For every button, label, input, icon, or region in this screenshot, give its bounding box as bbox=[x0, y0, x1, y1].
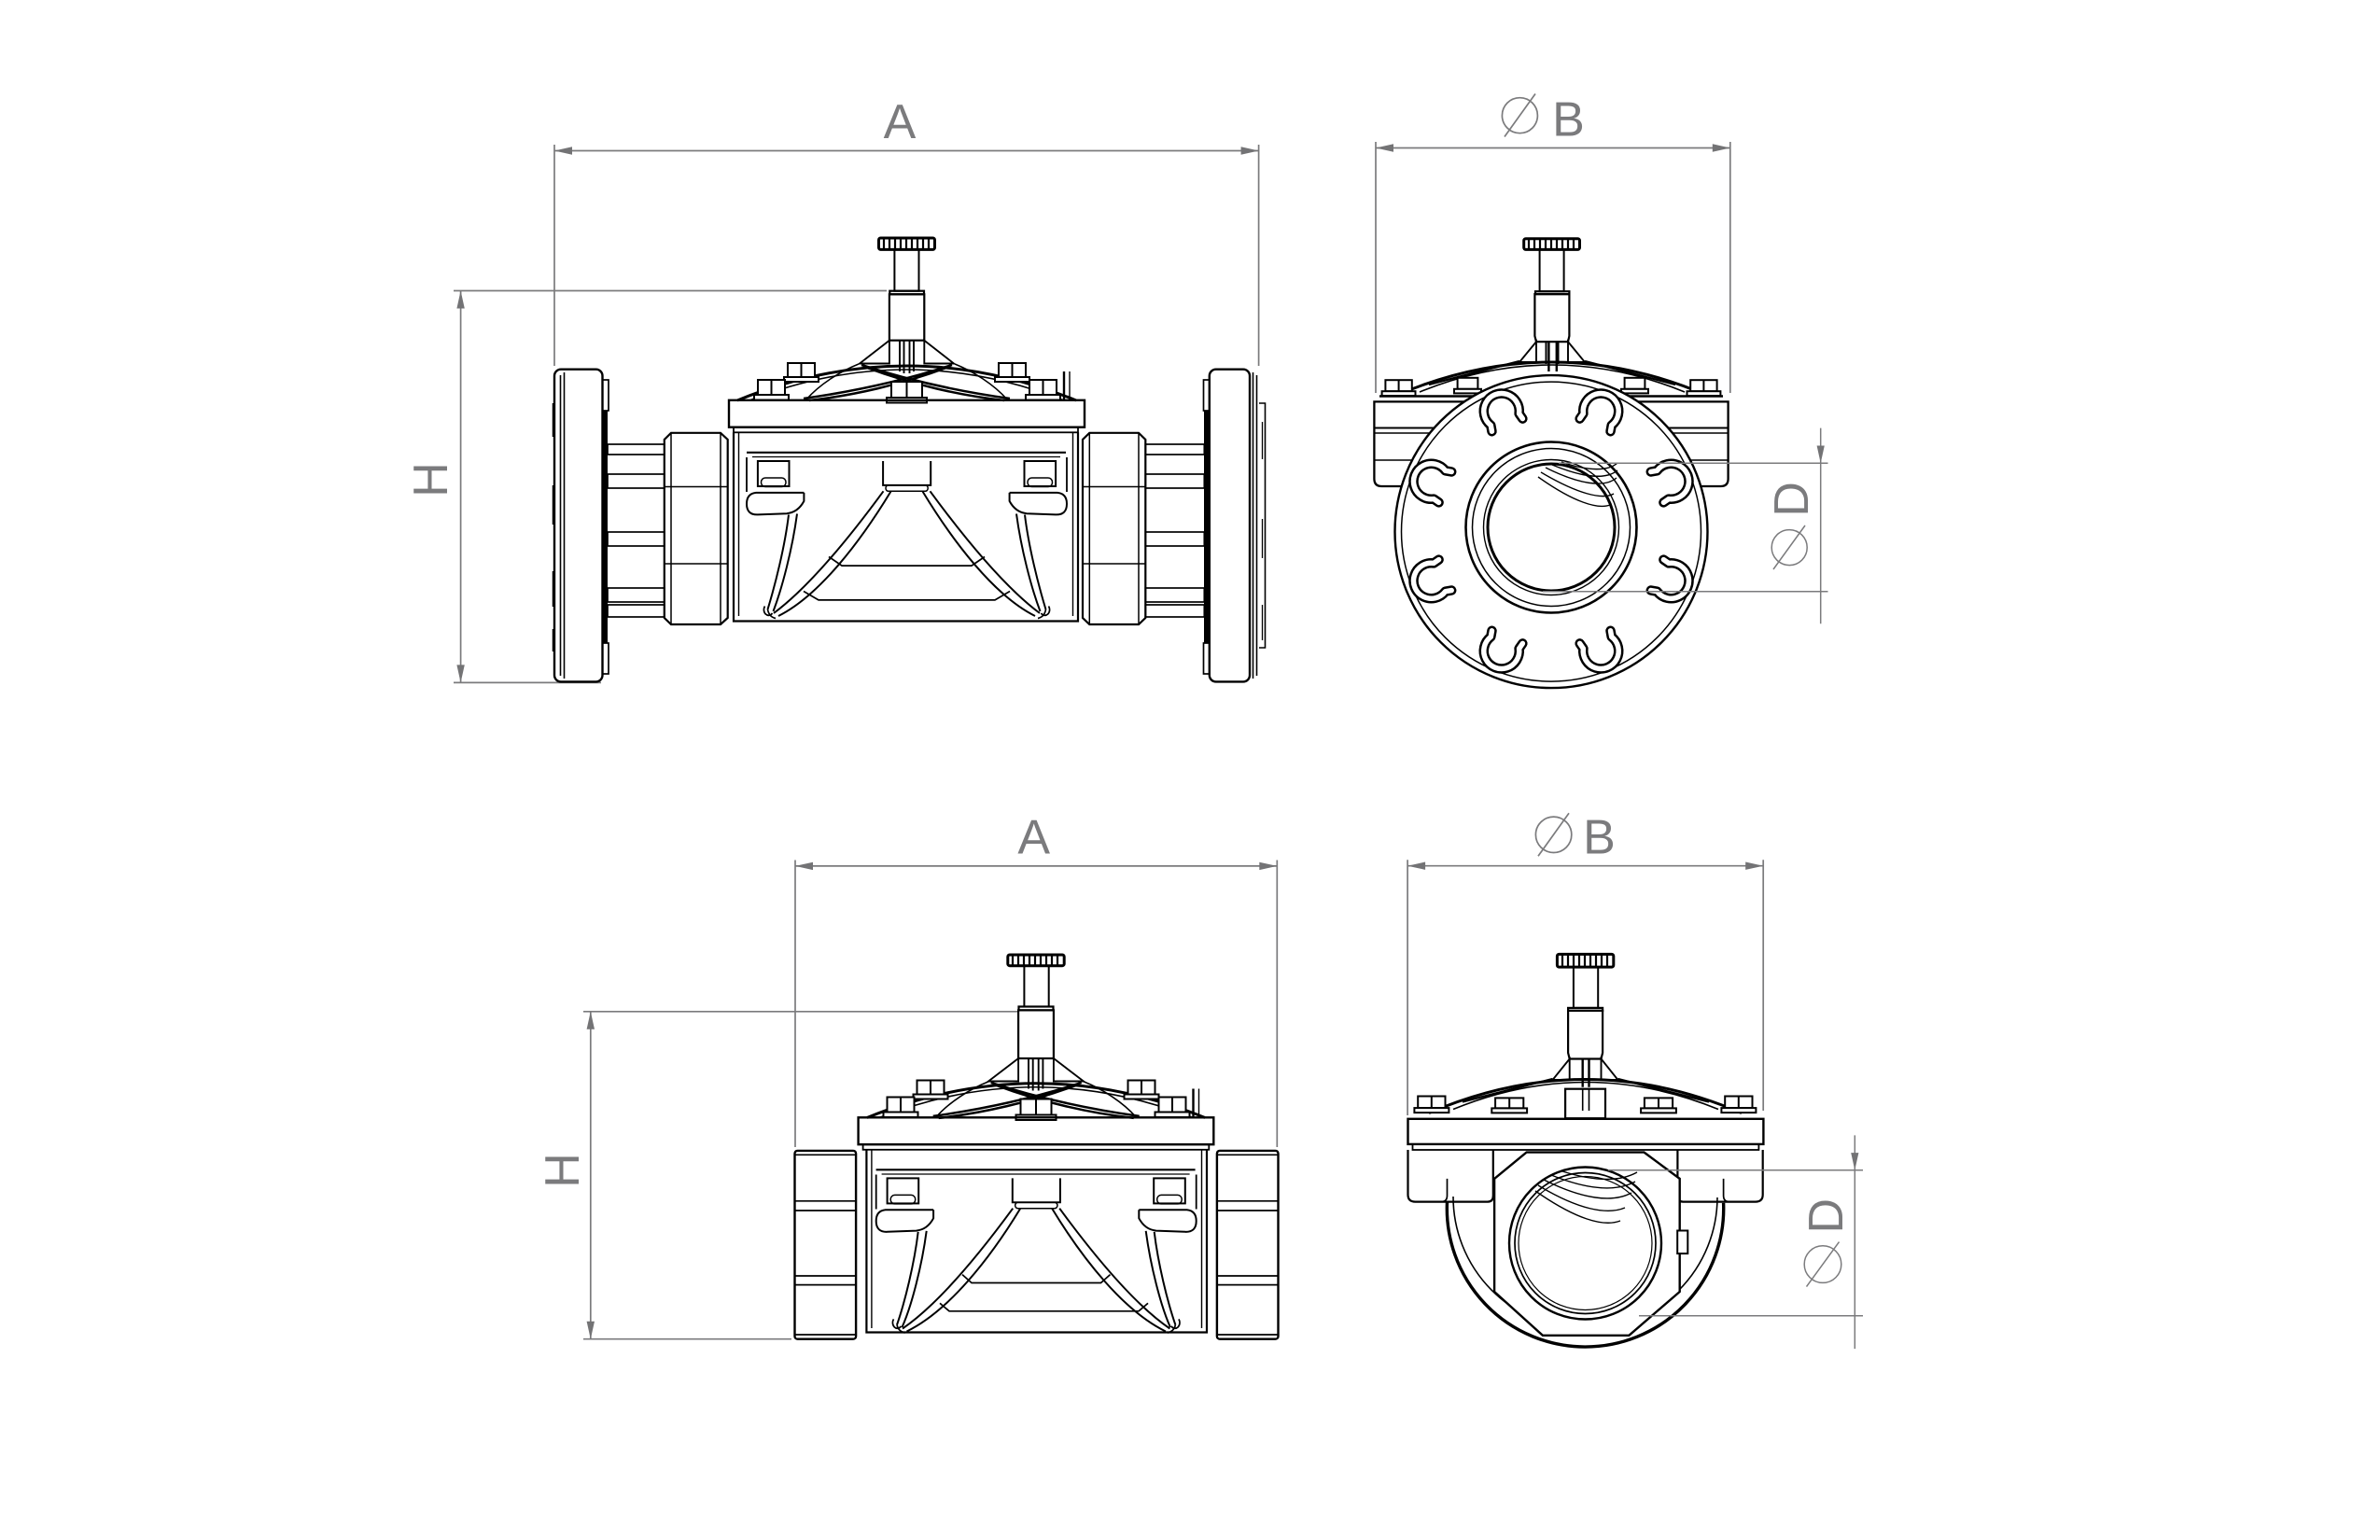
svg-text:D: D bbox=[1799, 1198, 1854, 1234]
svg-text:B: B bbox=[1552, 93, 1585, 147]
svg-text:H: H bbox=[536, 1153, 590, 1188]
svg-text:A: A bbox=[1017, 811, 1050, 865]
svg-text:H: H bbox=[404, 462, 458, 497]
svg-text:D: D bbox=[1765, 482, 1819, 517]
svg-text:A: A bbox=[884, 95, 917, 149]
svg-text:B: B bbox=[1583, 811, 1616, 865]
